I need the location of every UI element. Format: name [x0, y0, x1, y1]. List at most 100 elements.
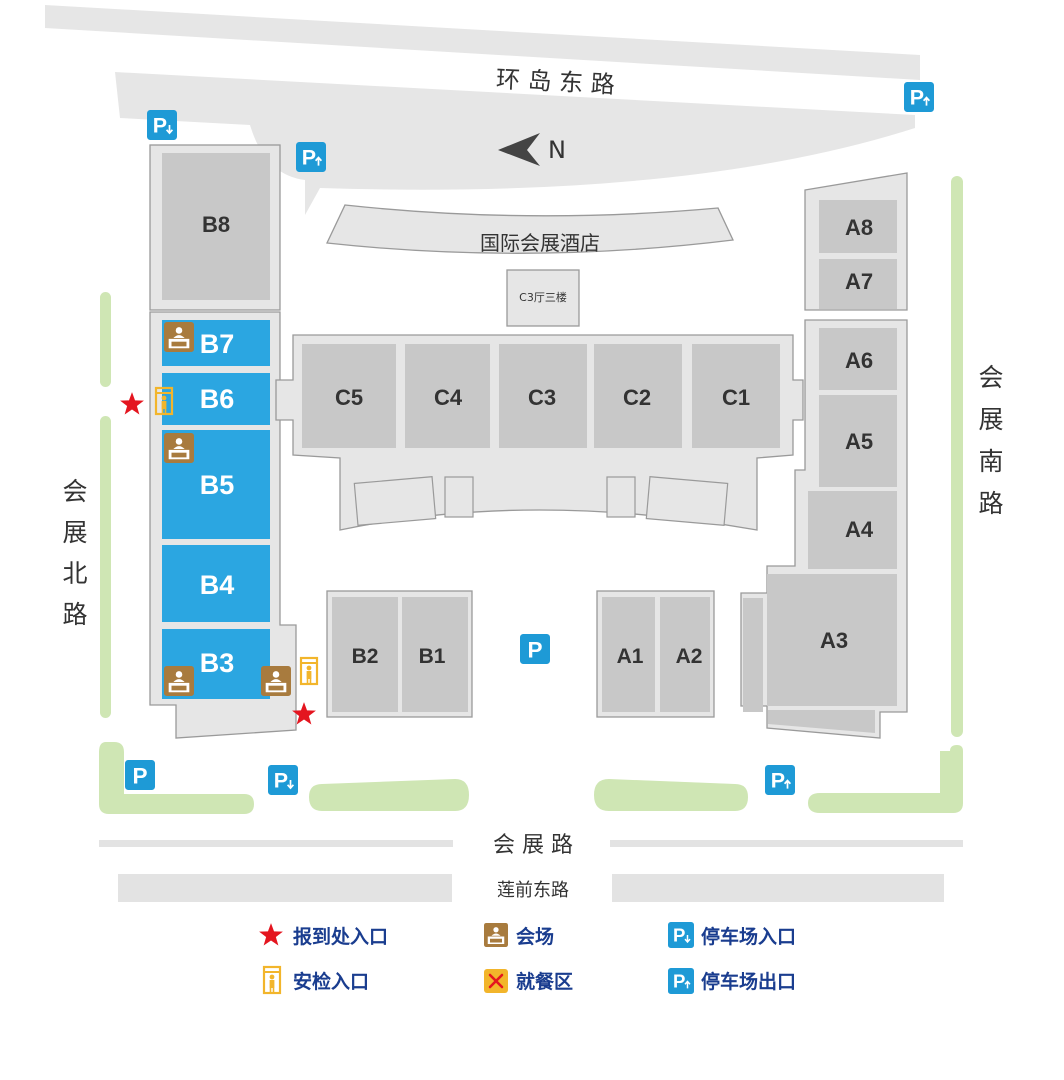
hall-b4-label: B4 — [200, 570, 235, 600]
parking-entrance-icon-top-mid — [296, 142, 326, 172]
hall-a3-label: A3 — [820, 628, 848, 653]
legend-parking-exit-label: 停车场出口 — [701, 970, 796, 993]
parking-exit-icon-bottom — [268, 765, 298, 795]
legend-registration-label: 报到处入口 — [293, 925, 388, 948]
c-annex-3 — [606, 476, 636, 518]
legend-parking-entrance-icon — [668, 922, 694, 948]
hall-a7 — [819, 259, 897, 309]
hall-b6-label: B6 — [200, 384, 235, 414]
hall-c3 — [499, 344, 587, 448]
hall-a4 — [808, 491, 897, 569]
hall-c5 — [302, 344, 396, 448]
hall-a1-label: A1 — [617, 645, 644, 668]
hall-a2-label: A2 — [676, 645, 703, 668]
hall-a4-label: A4 — [845, 517, 874, 542]
north-arrow-icon — [498, 133, 540, 166]
hall-a6 — [819, 328, 897, 390]
compass-label: N — [548, 136, 566, 164]
registration-star-icon-west — [120, 392, 144, 415]
legend-venue-label: 会场 — [516, 925, 554, 948]
parking-entrance-icon-bottom-right — [765, 765, 795, 795]
hall-b8 — [162, 153, 270, 300]
c-annex-1 — [353, 476, 437, 526]
hall-a1 — [602, 597, 655, 712]
green-strip-south-right — [594, 779, 748, 811]
north-road-top-band — [45, 5, 920, 80]
hall-a5-label: A5 — [845, 429, 873, 454]
legend-parking-entrance-label: 停车场入口 — [701, 925, 796, 948]
hall-c1-label: C1 — [722, 385, 750, 410]
parking-center-icon — [520, 634, 550, 664]
hall-b5-label: B5 — [200, 470, 235, 500]
hall-a8-label: A8 — [845, 215, 873, 240]
legend-dining-label: 就餐区 — [516, 970, 573, 993]
green-strip-southeast — [808, 745, 963, 813]
hall-a2 — [660, 597, 710, 712]
green-strip-southwest — [99, 742, 254, 814]
legend-dining-icon — [484, 969, 508, 993]
hall-b4 — [162, 545, 270, 622]
venue-icon-b5 — [164, 433, 194, 463]
hall-b2 — [332, 597, 398, 712]
hall-b7-label: B7 — [200, 329, 235, 359]
south-lower-road-left — [118, 874, 452, 902]
c-annex-4 — [645, 476, 729, 526]
c3-third-floor — [506, 269, 580, 327]
road-label-west-2: 展 — [62, 518, 87, 547]
south-lower-road-right — [612, 874, 944, 902]
hall-a3 — [767, 574, 897, 706]
south-road-line-right — [610, 840, 963, 847]
road-label-east-4: 路 — [978, 489, 1003, 518]
south-road-line-left — [99, 840, 453, 847]
road-label-north: 环 岛 东 路 — [495, 65, 615, 99]
green-strip-west-bottom — [100, 416, 111, 718]
road-label-east-2: 展 — [978, 405, 1003, 434]
c3-third-floor-label: C3厅三楼 — [519, 290, 567, 304]
road-label-west-4: 路 — [62, 600, 87, 629]
hall-c4-label: C4 — [434, 385, 463, 410]
legend-security-label: 安检入口 — [293, 970, 369, 993]
hall-c3-label: C3 — [528, 385, 556, 410]
hall-c5-label: C5 — [335, 385, 363, 410]
hall-a7-label: A7 — [845, 269, 873, 294]
a3-side-annex — [743, 598, 763, 712]
road-label-south-lower: 莲前东路 — [497, 880, 569, 901]
hall-c2 — [594, 344, 682, 448]
hall-c1 — [692, 344, 780, 448]
legend-venue-icon — [484, 923, 508, 947]
green-strip-east — [951, 176, 963, 737]
legend: 报到处入口 安检入口 会场 就餐区 停车场入口 停车场出口 — [259, 922, 796, 995]
venue-icon-b3-right — [261, 666, 291, 696]
hall-b3-label: B3 — [200, 648, 235, 678]
hall-a5 — [819, 395, 897, 487]
road-label-south: 会 展 路 — [493, 833, 573, 858]
hall-a6-label: A6 — [845, 348, 873, 373]
road-label-east-3: 南 — [978, 447, 1003, 476]
parking-entrance-icon-top-right — [904, 82, 934, 112]
hall-b8-label: B8 — [202, 212, 230, 237]
hall-b2-label: B2 — [352, 645, 379, 668]
hall-b6 — [162, 373, 270, 425]
hotel-building — [326, 204, 734, 254]
venue-icon-b7 — [164, 322, 194, 352]
road-label-west-3: 北 — [62, 559, 87, 588]
legend-parking-exit-icon — [668, 968, 694, 994]
hall-c4 — [405, 344, 490, 448]
a3-bottom-annex — [768, 710, 875, 733]
legend-star-icon — [259, 923, 283, 946]
road-label-west-1: 会 — [62, 477, 87, 506]
green-strip-west-top — [100, 292, 111, 387]
hall-a8 — [819, 200, 897, 253]
venue-icon-b3-left — [164, 666, 194, 696]
c-annex-2 — [444, 476, 474, 518]
hall-b1 — [402, 597, 468, 712]
parking-exit-icon-top-left — [147, 110, 177, 140]
security-entrance-icon-south — [299, 656, 319, 686]
green-strip-south-left — [309, 779, 469, 811]
hall-b1-label: B1 — [419, 645, 446, 668]
hall-c2-label: C2 — [623, 385, 651, 410]
road-label-east-1: 会 — [978, 363, 1003, 392]
parking-icon-bottom-left — [125, 760, 155, 790]
hotel-label: 国际会展酒店 — [480, 231, 600, 255]
